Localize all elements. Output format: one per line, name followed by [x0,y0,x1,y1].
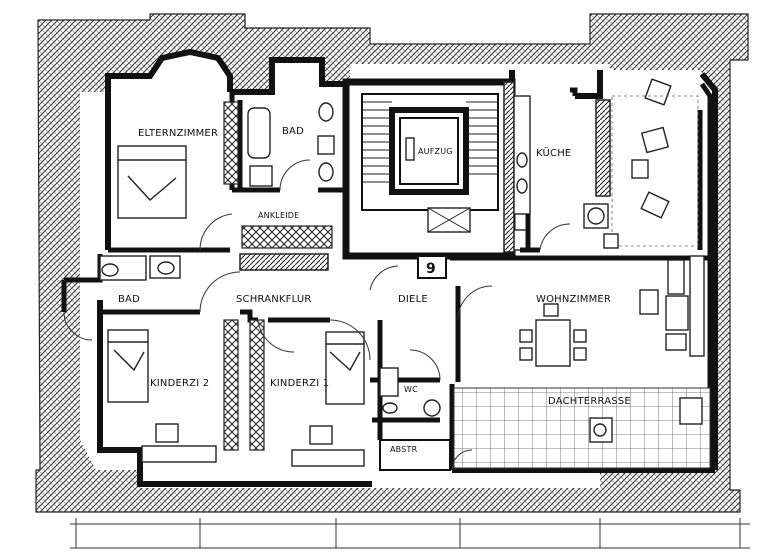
label-kinderzi2: KINDERZI 2 [150,378,209,389]
label-abstr: ABSTR [390,445,418,454]
living-top-furniture [603,78,699,249]
label-wc: WC [404,385,418,394]
label-kinderzi1: KINDERZI 1 [270,378,329,389]
door-swings [63,159,571,471]
kinderzi1-furniture [291,331,365,467]
bath-top-fixtures [247,102,335,187]
bottom-window-strip [70,518,750,549]
label-schrankflur: SCHRANKFLUR [236,294,312,305]
wall-details [223,81,611,451]
label-wohnzimmer: WOHNZIMMER [536,294,611,305]
label-elternzimmer: ELTERNZIMMER [138,128,218,139]
label-aufzug: AUFZUG [418,147,453,156]
wc-fixtures [379,367,441,417]
label-bad-top: BAD [282,126,304,137]
label-diele: DIELE [398,294,428,305]
abstr-area [379,439,451,471]
label-kueche: KÜCHE [536,146,571,159]
label-bad-left: BAD [118,294,140,305]
apartment-number-box [417,255,447,279]
roof-terrace [453,387,711,469]
kinderzi2-furniture [107,329,217,463]
label-ankleide: ANKLEIDE [258,211,299,220]
dining-set [519,255,705,367]
label-dachterrasse: DACHTERRASSE [548,396,631,407]
parents-bed [117,145,187,219]
kitchen-fixtures [513,95,609,229]
bath-left-fixtures [99,255,181,281]
room-labels: ELTERNZIMMER BAD AUFZUG KÜCHE ANKLEIDE B… [118,126,631,454]
apartment-number: 9 [426,261,436,277]
